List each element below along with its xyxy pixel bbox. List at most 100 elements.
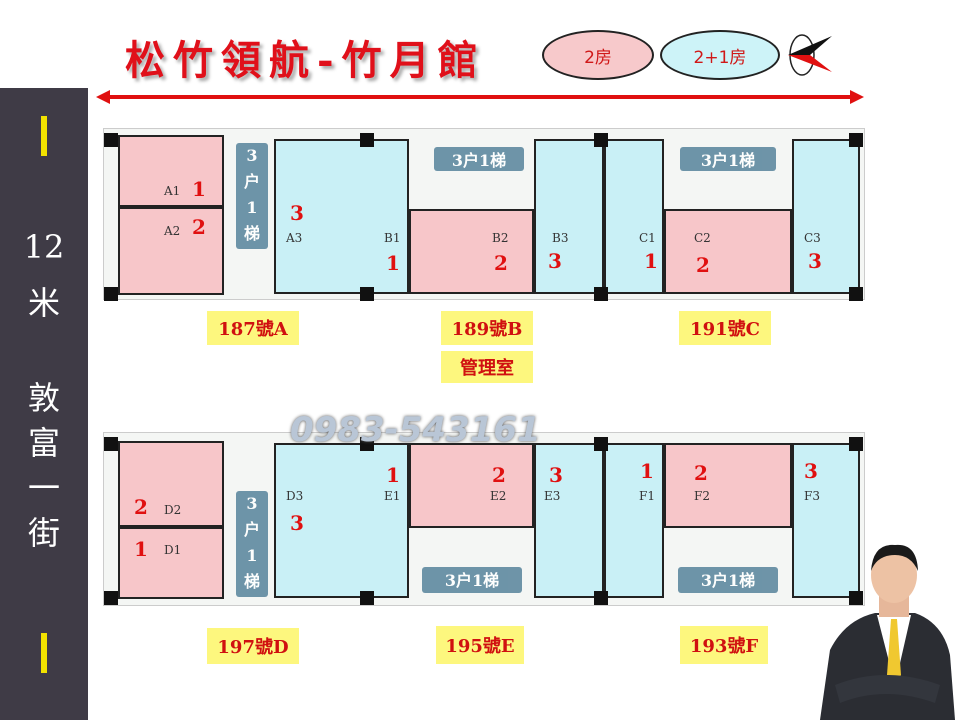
structural-column [594, 133, 608, 147]
legend-two-plus-one-room: 2+1房 [660, 30, 780, 80]
street-name-char: 一 [27, 469, 60, 507]
room-count-label: 1 [134, 537, 148, 561]
room-count-label: 1 [192, 177, 206, 201]
unit-id-label: D1 [164, 543, 182, 557]
room-count-label: 1 [386, 251, 400, 275]
label: 1 [246, 198, 258, 217]
street-name-char: 富 [27, 424, 60, 462]
address-tag-189b: 189號B [441, 311, 533, 345]
structural-column [360, 437, 374, 451]
structural-column [104, 591, 118, 605]
street-width-unit: 米 [27, 284, 60, 322]
street-sidebar: 12 米 敦 富 一 街 [0, 88, 88, 720]
yellow-marker [41, 116, 47, 156]
stair-core-a: 3 户 1 梯 [236, 143, 268, 249]
structural-column [594, 591, 608, 605]
room-count-label: 1 [386, 463, 400, 487]
structural-column [360, 287, 374, 301]
label: 户 [243, 520, 260, 539]
legend-two-room: 2房 [542, 30, 654, 80]
page-title: 松竹領航-竹月館 [125, 37, 486, 84]
unit-b1[interactable] [339, 139, 409, 294]
unit-b3[interactable] [534, 139, 604, 294]
unit-id-label: C3 [804, 231, 821, 245]
unit-f1[interactable] [604, 443, 664, 598]
management-office-tag: 管理室 [441, 351, 533, 383]
room-count-label: 2 [694, 461, 708, 485]
unit-a2[interactable] [118, 207, 224, 295]
room-count-label: 1 [644, 249, 658, 273]
structural-column [360, 133, 374, 147]
address-tag-187a: 187號A [207, 311, 299, 345]
room-count-label: 2 [494, 251, 508, 275]
room-count-label: 3 [808, 249, 822, 273]
unit-id-label: E2 [490, 489, 507, 503]
room-count-label: 3 [804, 459, 818, 483]
stair-core-c: 3户1梯 [680, 147, 776, 171]
unit-id-label: B2 [492, 231, 509, 245]
room-count-label: 3 [290, 201, 304, 225]
stair-core-b: 3户1梯 [434, 147, 524, 171]
unit-f2[interactable] [664, 443, 792, 528]
unit-f3[interactable] [792, 443, 860, 598]
address-tag-193f: 193號F [680, 626, 768, 664]
unit-c3[interactable] [792, 139, 860, 294]
frontage-arrow [96, 90, 864, 104]
room-count-label: 3 [290, 511, 304, 535]
structural-column [104, 437, 118, 451]
room-count-label: 1 [640, 459, 654, 483]
unit-id-label: E1 [384, 489, 401, 503]
stair-core-e: 3户1梯 [422, 567, 522, 593]
label: 梯 [243, 572, 260, 591]
room-count-label: 2 [192, 215, 206, 239]
unit-d2[interactable] [118, 441, 224, 527]
label: 户 [243, 172, 260, 191]
structural-column [594, 437, 608, 451]
structural-column [849, 133, 863, 147]
unit-id-label: D2 [164, 503, 182, 517]
structural-column [104, 133, 118, 147]
street-name-char: 街 [27, 514, 60, 552]
unit-a1[interactable] [118, 135, 224, 207]
unit-id-label: F3 [804, 489, 820, 503]
unit-c1[interactable] [604, 139, 664, 294]
unit-id-label: E3 [544, 489, 561, 503]
unit-id-label: A1 [164, 184, 181, 198]
unit-id-label: F1 [639, 489, 655, 503]
street-name-char: 敦 [27, 379, 60, 417]
room-count-label: 3 [549, 463, 563, 487]
structural-column [849, 437, 863, 451]
compass-arrow-icon [788, 34, 832, 76]
street-width: 12 [23, 228, 65, 266]
label: 梯 [243, 224, 260, 243]
unit-id-label: B1 [384, 231, 401, 245]
stair-core-d: 3 户 1 梯 [236, 491, 268, 597]
unit-b2[interactable] [409, 209, 534, 294]
structural-column [849, 591, 863, 605]
unit-e3[interactable] [534, 443, 604, 598]
unit-id-label: C2 [694, 231, 711, 245]
room-count-label: 3 [548, 249, 562, 273]
structural-column [360, 591, 374, 605]
structural-column [594, 287, 608, 301]
address-tag-195e: 195號E [436, 626, 524, 664]
yellow-marker [41, 633, 47, 673]
unit-e1[interactable] [339, 443, 409, 598]
label: 3 [246, 146, 258, 165]
agent-portrait-photo [820, 544, 955, 720]
structural-column [849, 287, 863, 301]
stair-core-f: 3户1梯 [678, 567, 778, 593]
unit-c2[interactable] [664, 209, 792, 294]
unit-e2[interactable] [409, 443, 534, 528]
unit-id-label: D3 [286, 489, 304, 503]
unit-id-label: B3 [552, 231, 569, 245]
unit-id-label: A2 [164, 224, 181, 238]
label: 3 [246, 494, 258, 513]
room-count-label: 2 [696, 253, 710, 277]
unit-d1[interactable] [118, 527, 224, 599]
label: 1 [246, 546, 258, 565]
room-count-label: 2 [134, 495, 148, 519]
watermark-phone: 0983-543161 [290, 410, 541, 450]
